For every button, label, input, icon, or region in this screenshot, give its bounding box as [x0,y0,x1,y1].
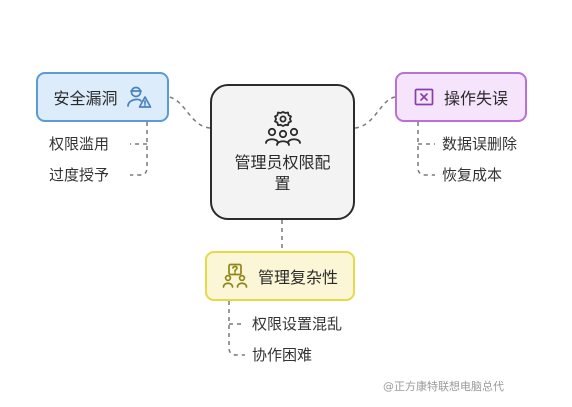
x-square-icon [414,87,434,107]
branch-complexity [228,301,245,356]
leaf-complexity-1: 权限设置混乱 [252,315,343,333]
watermark: @正方康特联想电脑总代 [383,380,504,393]
user-warning-icon [126,84,152,110]
people-question-icon [222,263,248,289]
people-gear-icon [263,110,303,148]
operation-label: 操作失误 [443,89,508,108]
operation-node: 操作失误 [395,72,527,122]
leaf-operation-2: 恢复成本 [442,166,503,184]
security-node: 安全漏洞 [36,72,169,122]
complexity-node: 管理复杂性 [205,251,355,301]
security-label: 安全漏洞 [53,89,118,108]
leaf-security-1: 权限滥用 [49,135,110,153]
leaf-operation-1: 数据误删除 [442,135,518,153]
branch-security [130,122,148,176]
branch-operation [417,122,435,176]
connector-security [168,96,211,129]
leaf-complexity-2: 协作困难 [252,346,313,364]
complexity-label: 管理复杂性 [257,268,338,287]
center-node: 管理员权限配置 [210,84,355,220]
center-label: 管理员权限配置 [234,153,331,193]
connector-operation [354,96,396,129]
leaf-security-2: 过度授予 [49,166,110,184]
